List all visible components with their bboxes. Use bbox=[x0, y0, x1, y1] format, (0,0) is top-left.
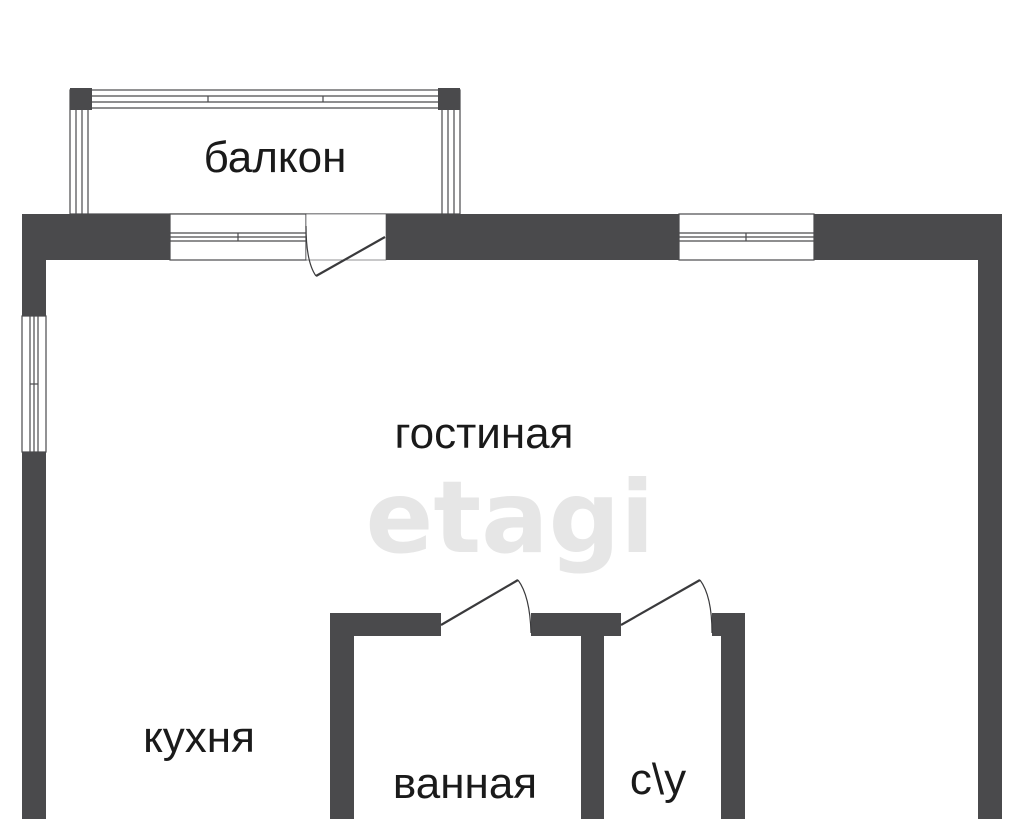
outer-walls bbox=[22, 214, 1002, 819]
balcony-corner-right bbox=[438, 88, 460, 110]
window-top-left bbox=[169, 213, 307, 261]
toilet-right-wall bbox=[721, 613, 745, 819]
toilet-label: с\у bbox=[630, 755, 686, 804]
balcony-door bbox=[305, 213, 387, 277]
window-top-right bbox=[678, 213, 815, 261]
balcony-railing-left bbox=[75, 110, 89, 214]
left-wall-upper bbox=[22, 214, 46, 316]
balcony-railing-right bbox=[441, 110, 455, 214]
living-room-label: гостиная bbox=[395, 409, 574, 458]
bathroom-left-wall bbox=[330, 613, 354, 819]
balcony-railing-top bbox=[92, 95, 438, 109]
top-wall-middle bbox=[386, 214, 679, 260]
balcony-label: балкон bbox=[204, 133, 347, 182]
partition-top-wall bbox=[531, 613, 621, 636]
partition-wall bbox=[581, 613, 604, 819]
interior-walls bbox=[330, 613, 745, 819]
window-left bbox=[21, 315, 47, 453]
toilet-door bbox=[620, 579, 713, 634]
kitchen-label: кухня bbox=[143, 713, 255, 762]
bathroom-label: ванная bbox=[393, 759, 537, 808]
left-wall-lower bbox=[22, 452, 46, 819]
top-wall-left bbox=[22, 214, 170, 260]
balcony: балкон bbox=[69, 88, 461, 215]
right-wall bbox=[978, 214, 1002, 819]
watermark-logo: etagi bbox=[366, 459, 655, 576]
balcony-corner-left bbox=[70, 88, 92, 110]
top-wall-right bbox=[814, 214, 1002, 260]
bathroom-door bbox=[440, 579, 532, 634]
bathroom-top-wall-left bbox=[330, 613, 441, 636]
